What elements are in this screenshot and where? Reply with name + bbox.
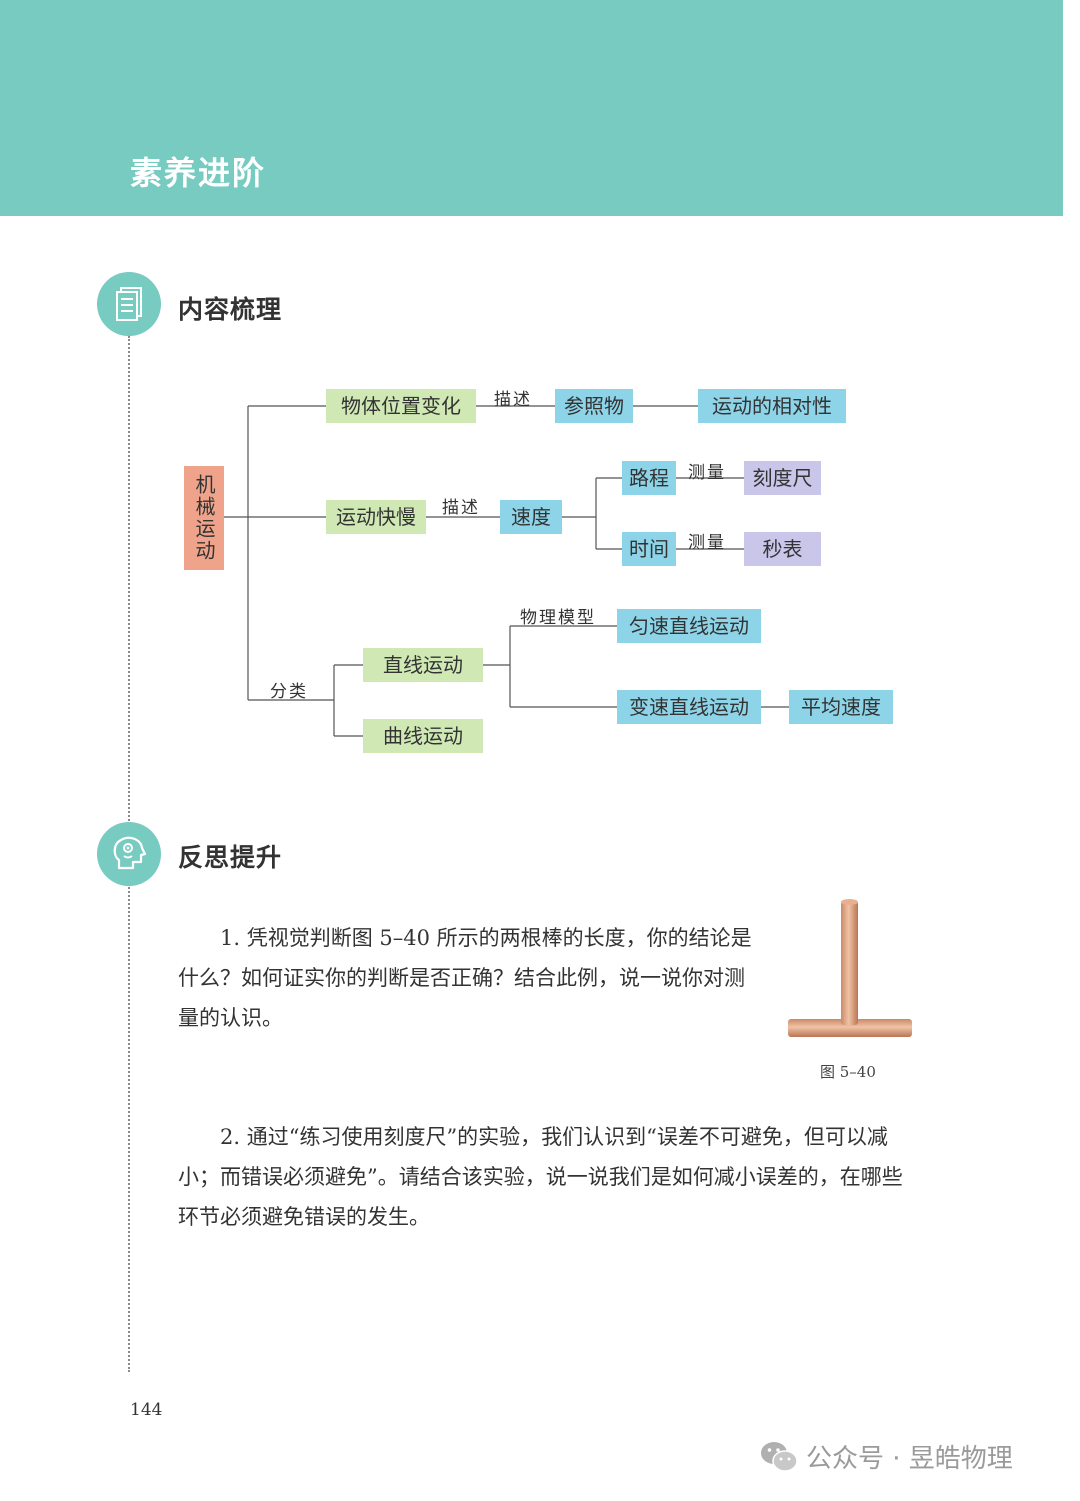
mindmap-root-label: 机械运动	[192, 474, 216, 562]
mindmap-root: 机械运动	[184, 466, 224, 570]
label-physical-model: 物理模型	[520, 608, 596, 628]
node-speed: 速度	[500, 500, 562, 534]
node-distance: 路程	[622, 461, 676, 495]
two-rods-figure	[788, 899, 912, 1037]
page-title: 素养进阶	[130, 154, 267, 192]
node-time: 时间	[622, 532, 676, 566]
node-variable-linear: 变速直线运动	[617, 690, 761, 724]
watermark: 公众号 · 昱皓物理	[760, 1438, 1013, 1475]
page-number: 144	[130, 1400, 163, 1420]
node-position-change: 物体位置变化	[326, 389, 476, 423]
label-measure-1: 测量	[688, 463, 726, 483]
thinking-head-icon	[97, 822, 161, 886]
node-relativity: 运动的相对性	[698, 389, 846, 423]
document-icon	[97, 272, 161, 336]
node-ruler: 刻度尺	[744, 461, 821, 495]
node-motion-speed: 运动快慢	[326, 500, 426, 534]
figure-caption: 图 5–40	[820, 1063, 876, 1081]
node-stopwatch: 秒表	[744, 532, 821, 566]
question-1: 1. 凭视觉判断图 5–40 所示的两根棒的长度，你的结论是什么？如何证实你的判…	[178, 926, 752, 1030]
section-title-content: 内容梳理	[178, 295, 283, 324]
section-title-reflection: 反思提升	[178, 843, 283, 872]
label-describe-1: 描述	[494, 390, 532, 410]
node-straight-motion: 直线运动	[363, 648, 483, 682]
wechat-icon	[761, 1441, 798, 1472]
label-classify: 分类	[270, 682, 308, 702]
node-curved-motion: 曲线运动	[363, 719, 483, 753]
node-reference-object: 参照物	[555, 389, 633, 423]
question-2: 2. 通过“练习使用刻度尺”的实验，我们认识到“误差不可避免，但可以减小；而错误…	[178, 1125, 903, 1229]
label-describe-2: 描述	[442, 498, 480, 518]
node-uniform-linear: 匀速直线运动	[617, 609, 761, 643]
label-measure-2: 测量	[688, 533, 726, 553]
mindmap-lines	[224, 405, 789, 737]
node-average-speed: 平均速度	[789, 690, 893, 724]
header-banner: 素养进阶	[0, 0, 1063, 216]
watermark-text: 公众号 · 昱皓物理	[806, 1444, 1013, 1474]
